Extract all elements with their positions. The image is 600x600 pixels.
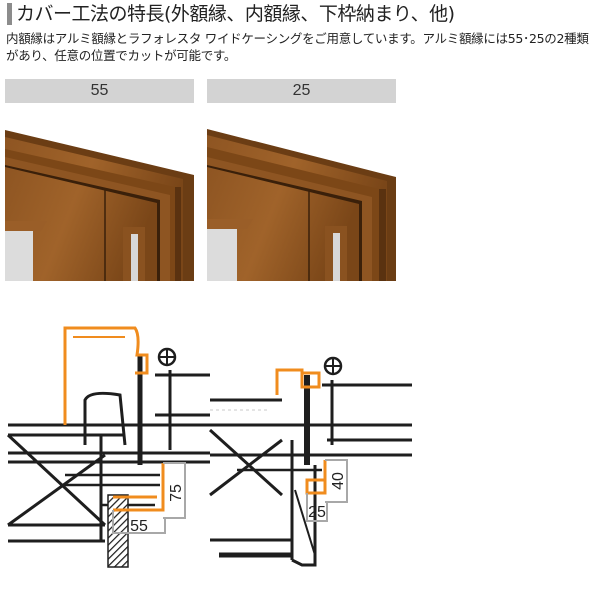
section-diagram-55: 75 55	[5, 315, 210, 584]
door-frame-photo-25	[207, 127, 396, 281]
dimension-horizontal-25: 25	[308, 504, 326, 521]
title-accent-bar	[7, 3, 12, 25]
dimension-horizontal-55: 55	[130, 518, 148, 535]
section-diagram-25: 40 25	[207, 315, 412, 584]
variant-label-25: 25	[207, 79, 396, 103]
variant-label-55: 55	[5, 79, 194, 103]
dimension-vertical-25: 40	[330, 472, 347, 490]
page-title: カバー工法の特長(外額縁、内額縁、下枠納まり、他)	[16, 3, 455, 25]
dimension-vertical-55: 75	[168, 484, 185, 502]
dimension-lines-55	[112, 462, 186, 534]
door-frame-photo-55	[5, 127, 194, 281]
dimension-lines-25	[306, 459, 348, 522]
description-text: 内額縁はアルミ額縁とラフォレスタ ワイドケーシングをご用意しています。アルミ額縁…	[6, 31, 589, 63]
